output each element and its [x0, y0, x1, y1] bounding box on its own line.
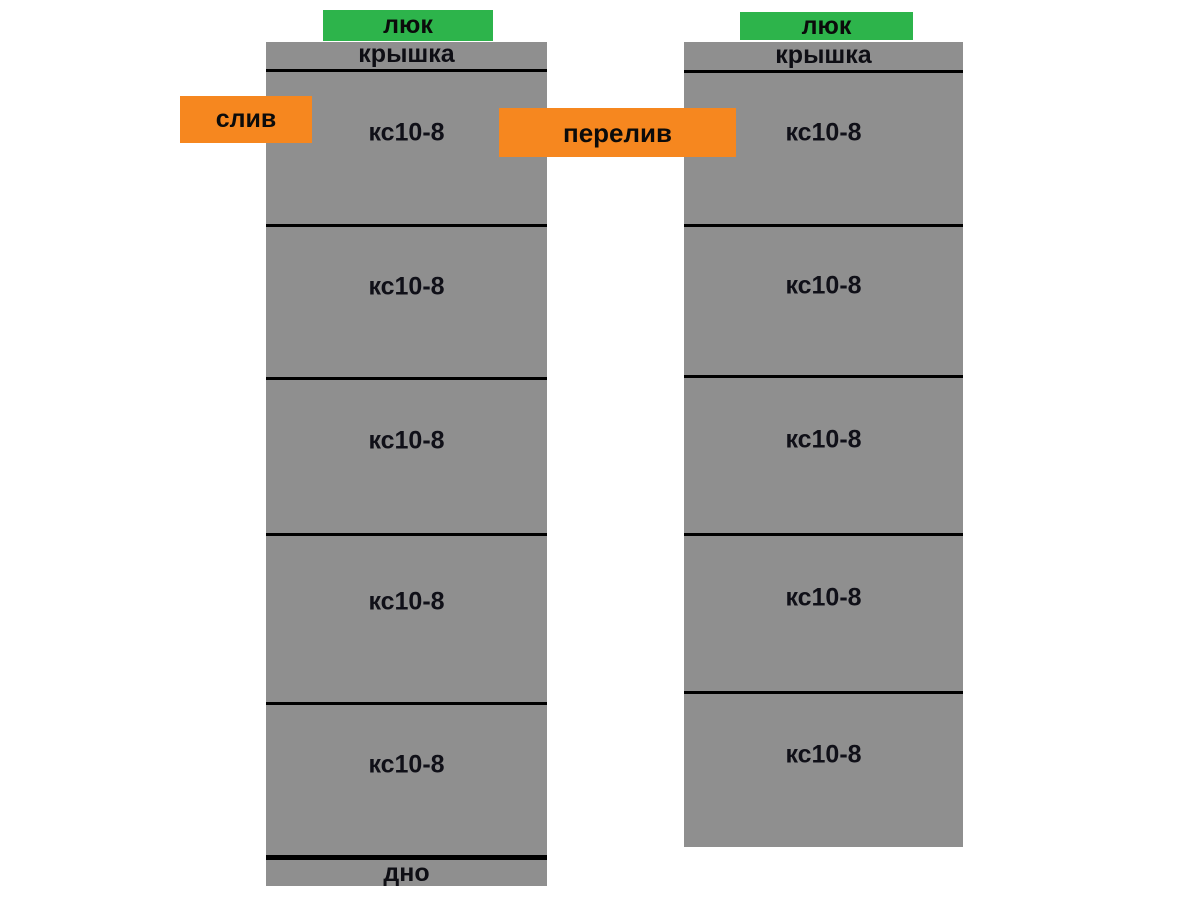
tank-left-ring-4: кс10-8	[266, 536, 547, 705]
tank-left-ring-5: кс10-8	[266, 705, 547, 860]
bottom-label: дно	[383, 858, 430, 887]
drain-tag: слив	[180, 96, 312, 143]
tank-right-ring-3: кс10-8	[684, 378, 963, 536]
ring-label: кс10-8	[368, 118, 445, 147]
tank-left-cover: крышка	[266, 42, 547, 72]
ring-label: кс10-8	[368, 426, 445, 455]
ring-label: кс10-8	[785, 118, 862, 147]
drain-label: слив	[215, 105, 277, 133]
tank-right-ring-1: кс10-8	[684, 73, 963, 227]
hatch-block-left: люк	[323, 10, 493, 41]
overflow-label: перелив	[563, 117, 672, 148]
tank-right-cover: крышка	[684, 42, 963, 73]
tank-right-ring-4: кс10-8	[684, 536, 963, 694]
cover-label: крышка	[358, 40, 455, 68]
hatch-block-right: люк	[740, 12, 913, 40]
cover-label: крышка	[775, 41, 872, 69]
tank-left-ring-3: кс10-8	[266, 380, 547, 536]
ring-label: кс10-8	[785, 740, 862, 769]
ring-label: кс10-8	[785, 271, 862, 300]
ring-label: кс10-8	[368, 272, 445, 301]
hatch-label: люк	[383, 11, 433, 39]
tank-right: крышка кс10-8 кс10-8 кс10-8 кс10-8 кс10-…	[684, 42, 963, 847]
tank-left: крышка кс10-8 кс10-8 кс10-8 кс10-8 кс10-…	[266, 42, 547, 886]
tank-left-ring-1: кс10-8	[266, 72, 547, 227]
ring-label: кс10-8	[368, 750, 445, 779]
tank-left-bottom: дно	[266, 860, 547, 886]
ring-label: кс10-8	[785, 425, 862, 454]
tank-left-ring-2: кс10-8	[266, 227, 547, 380]
ring-label: кс10-8	[785, 583, 862, 612]
tank-right-ring-2: кс10-8	[684, 227, 963, 378]
overflow-tag: перелив	[499, 108, 736, 157]
hatch-label: люк	[801, 11, 852, 40]
tank-right-ring-5: кс10-8	[684, 694, 963, 847]
ring-label: кс10-8	[368, 587, 445, 616]
